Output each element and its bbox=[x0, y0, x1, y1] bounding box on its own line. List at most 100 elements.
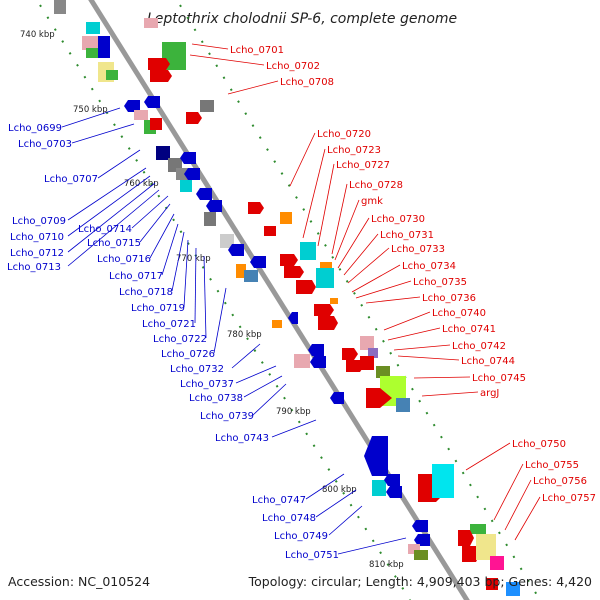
scale-ticks: 740 kbp 750 kbp 760 kbp 770 kbp 780 kbp … bbox=[20, 30, 404, 570]
accession-text: Accession: NC_010524 bbox=[8, 574, 150, 589]
gene-feature bbox=[506, 582, 520, 596]
gene-arrow bbox=[184, 168, 200, 180]
tick-label: 760 kbp bbox=[124, 179, 159, 189]
gene-label: Lcho_0702 bbox=[266, 61, 320, 72]
gene-feature bbox=[414, 550, 428, 560]
gene-arrow bbox=[150, 70, 172, 82]
gene-arrow bbox=[250, 256, 266, 268]
gene-arrow bbox=[458, 530, 474, 546]
gene-label: Lcho_0716 bbox=[97, 254, 151, 265]
gene-label: Lcho_0703 bbox=[18, 139, 72, 150]
gene-feature bbox=[376, 366, 390, 378]
left-gene-labels: Lcho_0699 Lcho_0703 Lcho_0707 Lcho_0709 … bbox=[7, 123, 339, 561]
gene-feature bbox=[272, 320, 282, 328]
gene-label: Lcho_0727 bbox=[336, 160, 390, 171]
gene-label: Lcho_0737 bbox=[180, 379, 234, 390]
gene-label: Lcho_0740 bbox=[432, 308, 486, 319]
gene-label: Lcho_0720 bbox=[317, 129, 371, 140]
gene-label: gmk bbox=[361, 196, 383, 207]
tick-label: 750 kbp bbox=[73, 105, 108, 115]
gene-arrow bbox=[330, 392, 344, 404]
tick-label: 740 kbp bbox=[20, 30, 55, 40]
gene-label: Lcho_0734 bbox=[402, 261, 456, 272]
gene-arrow bbox=[386, 486, 402, 498]
gene-feature bbox=[86, 22, 100, 34]
gene-feature bbox=[360, 336, 374, 350]
gene-feature bbox=[264, 226, 276, 236]
gene-arrow bbox=[296, 280, 316, 294]
gene-feature bbox=[200, 100, 214, 112]
gene-feature bbox=[156, 146, 170, 160]
gene-feature bbox=[300, 242, 316, 260]
tick-label: 810 kbp bbox=[369, 560, 404, 570]
gene-feature bbox=[220, 234, 234, 248]
gene-feature bbox=[476, 534, 496, 560]
gene-label: Lcho_0713 bbox=[7, 262, 61, 273]
gene-label: Lcho_0735 bbox=[413, 277, 467, 288]
gene-feature bbox=[98, 36, 110, 58]
gene-arrow bbox=[412, 520, 428, 532]
gene-feature bbox=[432, 464, 454, 498]
genome-backbone bbox=[88, 0, 470, 600]
gene-label: Lcho_0712 bbox=[10, 248, 64, 259]
gene-feature bbox=[86, 48, 100, 58]
gene-feature bbox=[368, 348, 378, 358]
gene-label: Lcho_0732 bbox=[170, 364, 224, 375]
gene-feature bbox=[82, 36, 98, 50]
gene-arrow bbox=[310, 356, 326, 368]
gene-feature bbox=[490, 556, 504, 570]
topology-text: Topology: circular; Length: 4,909,403 bp… bbox=[248, 574, 592, 589]
gene-label: Lcho_0747 bbox=[252, 495, 306, 506]
gene-arrow bbox=[206, 200, 222, 212]
gene-label: Lcho_0757 bbox=[542, 493, 596, 504]
gene-feature bbox=[360, 356, 374, 370]
gene-arrow bbox=[462, 546, 480, 562]
gene-label: Lcho_0726 bbox=[161, 349, 215, 360]
gene-label: Lcho_0750 bbox=[512, 439, 566, 450]
gene-label: Lcho_0741 bbox=[442, 324, 496, 335]
gene-label: Lcho_0701 bbox=[230, 45, 284, 56]
gene-label: Lcho_0708 bbox=[280, 77, 334, 88]
right-leader-lines bbox=[189, 43, 541, 541]
gene-label: Lcho_0744 bbox=[461, 356, 515, 367]
gene-label: Lcho_0709 bbox=[12, 216, 66, 227]
outer-left-dashes bbox=[39, 4, 411, 600]
gene-label: Lcho_0739 bbox=[200, 411, 254, 422]
gene-label: Lcho_0728 bbox=[349, 180, 403, 191]
gene-label: Lcho_0742 bbox=[452, 341, 506, 352]
gene-label: Lcho_0730 bbox=[371, 214, 425, 225]
gene-feature bbox=[244, 270, 258, 282]
gene-label: Lcho_0738 bbox=[189, 393, 243, 404]
gene-arrow bbox=[186, 112, 202, 124]
genome-title: Leptothrix cholodnii SP-6, complete geno… bbox=[147, 11, 457, 27]
gene-arrow bbox=[308, 344, 324, 356]
gene-feature bbox=[204, 212, 216, 226]
gene-label: Lcho_0751 bbox=[285, 550, 339, 561]
gene-label: Lcho_0733 bbox=[391, 244, 445, 255]
gene-arrow bbox=[248, 202, 264, 214]
gene-feature bbox=[396, 398, 410, 412]
gene-label: Lcho_0717 bbox=[109, 271, 163, 282]
gene-arrow bbox=[346, 360, 364, 372]
gene-feature bbox=[330, 298, 338, 304]
gene-arrow bbox=[318, 316, 338, 330]
gene-label: Lcho_0745 bbox=[472, 373, 526, 384]
tick-label: 790 kbp bbox=[276, 407, 311, 417]
gene-label: Lcho_0748 bbox=[262, 513, 316, 524]
gene-feature bbox=[134, 110, 148, 120]
gene-label: Lcho_0719 bbox=[131, 303, 185, 314]
gene-arrow bbox=[196, 188, 212, 200]
gene-arrow bbox=[288, 312, 298, 324]
gene-feature bbox=[280, 212, 292, 224]
gene-label: Lcho_0718 bbox=[119, 287, 173, 298]
gene-label: Lcho_0715 bbox=[87, 238, 141, 249]
gene-label: Lcho_0756 bbox=[533, 476, 587, 487]
gene-label: Lcho_0723 bbox=[327, 145, 381, 156]
gene-label: Lcho_0736 bbox=[422, 293, 476, 304]
tick-label: 770 kbp bbox=[176, 254, 211, 264]
gene-feature bbox=[150, 118, 162, 130]
gene-arrow bbox=[414, 534, 430, 546]
gene-label: Lcho_0755 bbox=[525, 460, 579, 471]
gene-feature bbox=[316, 268, 334, 288]
